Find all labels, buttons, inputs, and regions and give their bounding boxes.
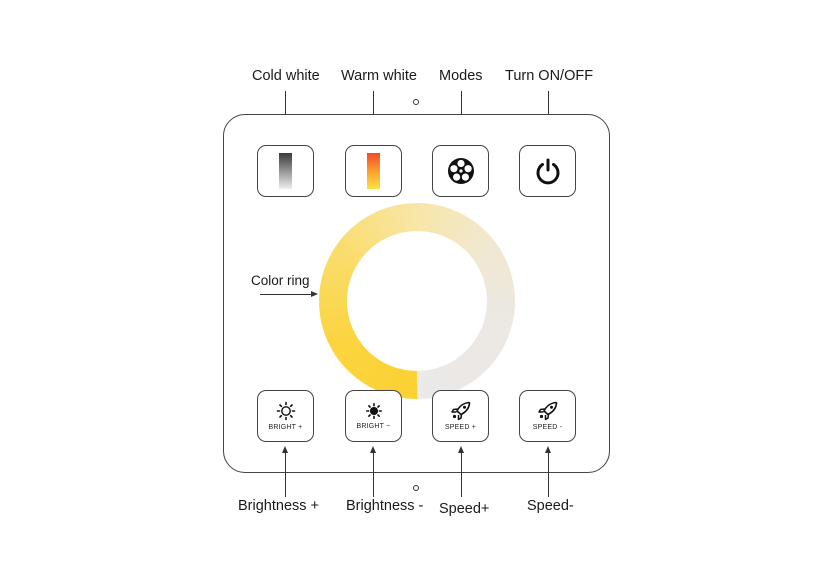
warm-white-button[interactable] (345, 145, 402, 197)
sun-outline-icon (276, 401, 295, 421)
leader-line-brightness-plus (285, 450, 287, 497)
label-speed-minus: Speed- (527, 498, 574, 514)
bright-minus-caption: BRIGHT − (356, 423, 391, 430)
arrow-color-ring (311, 291, 318, 297)
label-brightness-minus: Brightness - (346, 498, 424, 514)
warm-white-gradient-bar-icon (367, 153, 380, 189)
cold-white-gradient-bar-icon (279, 153, 292, 189)
power-icon (536, 158, 559, 185)
bright-plus-caption: BRIGHT + (268, 424, 303, 431)
speed-minus-button[interactable]: SPEED - (519, 390, 576, 442)
sun-filled-icon (365, 402, 382, 420)
arrow-brightness-plus (282, 446, 288, 453)
speed-minus-caption: SPEED - (532, 424, 563, 431)
speed-plus-button[interactable]: SPEED + (432, 390, 489, 442)
rocket-icon (537, 401, 557, 421)
label-color-ring: Color ring (251, 273, 310, 288)
cold-white-button[interactable] (257, 145, 314, 197)
rocket-icon (450, 401, 470, 421)
label-cold-white: Cold white (252, 68, 320, 84)
label-warm-white: Warm white (341, 68, 417, 84)
mount-hole-top (413, 99, 419, 105)
leader-line-brightness-minus (373, 450, 375, 497)
arrow-brightness-minus (370, 446, 376, 453)
label-brightness-plus: Brightness + (238, 498, 320, 514)
modes-button[interactable] (432, 145, 489, 197)
bright-plus-button[interactable]: BRIGHT + (257, 390, 314, 442)
leader-line-color-ring (260, 294, 312, 296)
leader-line-speed-plus (461, 450, 463, 497)
leader-line-speed-minus (548, 450, 550, 497)
label-speed-plus: Speed+ (439, 501, 490, 517)
film-reel-icon (447, 158, 474, 184)
speed-plus-caption: SPEED + (444, 424, 477, 431)
mount-hole-bottom (413, 485, 419, 491)
color-ring-center (347, 231, 487, 371)
arrow-speed-plus (458, 446, 464, 453)
power-button[interactable] (519, 145, 576, 197)
label-turn-on-off: Turn ON/OFF (505, 68, 594, 84)
arrow-speed-minus (545, 446, 551, 453)
label-modes: Modes (439, 68, 483, 84)
bright-minus-button[interactable]: BRIGHT − (345, 390, 402, 442)
